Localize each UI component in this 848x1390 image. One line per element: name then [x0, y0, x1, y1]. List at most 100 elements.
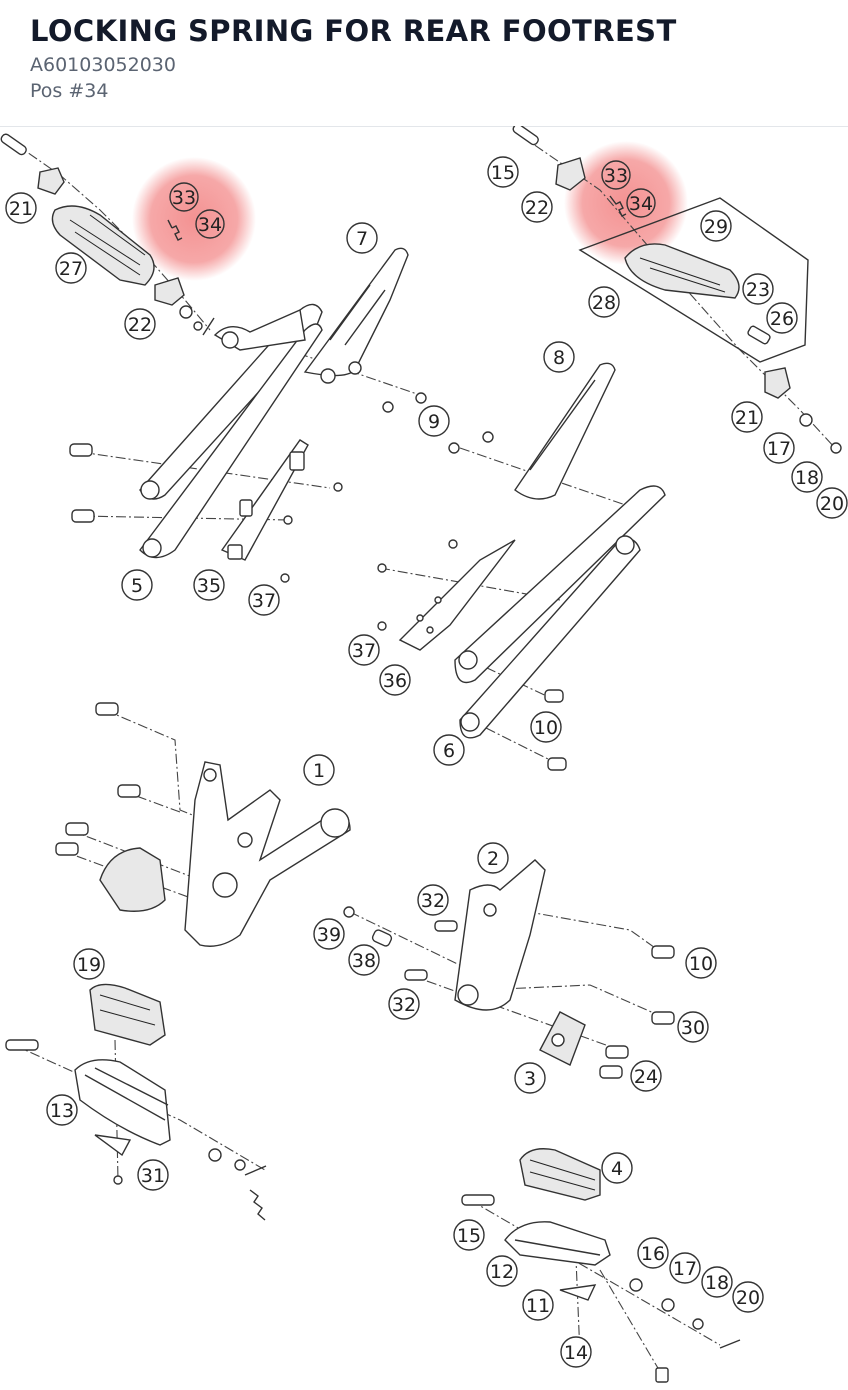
svg-text:39: 39 [317, 924, 341, 946]
callout-1[interactable]: 1 [303, 754, 335, 786]
svg-text:9: 9 [428, 411, 440, 433]
callout-27[interactable]: 27 [55, 252, 87, 284]
svg-text:29: 29 [704, 216, 728, 238]
front-footrest-bracket-left [55, 702, 351, 947]
callout-32[interactable]: 32 [417, 884, 449, 916]
svg-text:20: 20 [736, 1287, 760, 1309]
svg-text:34: 34 [198, 214, 222, 236]
callout-20[interactable]: 20 [816, 487, 848, 519]
svg-text:3: 3 [524, 1068, 536, 1090]
exploded-parts-diagram: 21 27 22 33 34 7 9 5 35 37 15 22 33 34 2… [0, 126, 848, 1383]
callout-10[interactable]: 10 [685, 947, 717, 979]
svg-text:32: 32 [421, 890, 445, 912]
callout-12[interactable]: 12 [486, 1255, 518, 1287]
callout-34-highlighted[interactable]: 34 [626, 188, 656, 218]
callout-11[interactable]: 11 [522, 1289, 554, 1321]
callout-38[interactable]: 38 [348, 944, 380, 976]
callout-14[interactable]: 14 [560, 1336, 592, 1368]
svg-text:24: 24 [634, 1066, 658, 1088]
svg-text:27: 27 [59, 258, 83, 280]
highlight-halo-left [132, 157, 256, 281]
svg-text:32: 32 [392, 994, 416, 1016]
front-footrest-bracket-right [343, 859, 675, 1079]
callout-28[interactable]: 28 [588, 286, 620, 318]
callout-10[interactable]: 10 [530, 711, 562, 743]
callout-36[interactable]: 36 [379, 664, 411, 696]
callout-33-highlighted[interactable]: 33 [169, 182, 199, 212]
callout-21[interactable]: 21 [731, 401, 763, 433]
callout-19[interactable]: 19 [73, 948, 105, 980]
svg-text:33: 33 [172, 187, 196, 209]
svg-text:13: 13 [50, 1100, 74, 1122]
callout-18[interactable]: 18 [701, 1266, 733, 1298]
callout-32[interactable]: 32 [388, 988, 420, 1020]
svg-text:1: 1 [313, 760, 325, 782]
callout-29[interactable]: 29 [700, 210, 732, 242]
callout-23[interactable]: 23 [742, 273, 774, 305]
callout-31[interactable]: 31 [137, 1159, 169, 1191]
locking-spring-highlighted-left [167, 219, 183, 241]
callout-17[interactable]: 17 [669, 1252, 701, 1284]
callout-37[interactable]: 37 [348, 634, 380, 666]
svg-text:14: 14 [564, 1342, 588, 1364]
svg-text:20: 20 [820, 493, 844, 515]
callout-7[interactable]: 7 [346, 222, 378, 254]
svg-text:12: 12 [490, 1261, 514, 1283]
svg-text:37: 37 [352, 640, 376, 662]
callout-4[interactable]: 4 [601, 1152, 633, 1184]
svg-text:7: 7 [356, 228, 368, 250]
svg-text:30: 30 [681, 1017, 705, 1039]
svg-text:11: 11 [526, 1295, 550, 1317]
callout-30[interactable]: 30 [677, 1011, 709, 1043]
svg-text:2: 2 [487, 848, 499, 870]
front-footrest-right-group [461, 1148, 741, 1383]
rear-footrest-right-group [377, 126, 842, 771]
callout-21[interactable]: 21 [5, 192, 37, 224]
callout-22[interactable]: 22 [521, 191, 553, 223]
callout-37[interactable]: 37 [248, 584, 280, 616]
svg-text:17: 17 [767, 438, 791, 460]
position-number: Pos #34 [30, 80, 109, 102]
svg-text:23: 23 [746, 279, 770, 301]
callout-20[interactable]: 20 [732, 1281, 764, 1313]
svg-text:6: 6 [443, 740, 455, 762]
callout-16[interactable]: 16 [637, 1237, 669, 1269]
svg-text:22: 22 [128, 314, 152, 336]
callout-34-highlighted[interactable]: 34 [195, 209, 225, 239]
rear-footrest-left-group [0, 133, 215, 336]
callout-8[interactable]: 8 [543, 341, 575, 373]
svg-text:28: 28 [592, 292, 616, 314]
svg-text:4: 4 [611, 1158, 623, 1180]
svg-text:19: 19 [77, 954, 101, 976]
svg-text:34: 34 [629, 193, 653, 215]
callout-13[interactable]: 13 [46, 1094, 78, 1126]
svg-text:16: 16 [641, 1243, 665, 1265]
svg-text:18: 18 [795, 467, 819, 489]
callout-33-highlighted[interactable]: 33 [601, 160, 631, 190]
footrest-bracket-left [69, 247, 427, 583]
svg-text:15: 15 [457, 1225, 481, 1247]
callout-2[interactable]: 2 [477, 842, 509, 874]
callout-5[interactable]: 5 [121, 569, 153, 601]
callout-17[interactable]: 17 [763, 432, 795, 464]
callout-15[interactable]: 15 [453, 1219, 485, 1251]
callout-6[interactable]: 6 [433, 734, 465, 766]
callout-35[interactable]: 35 [193, 569, 225, 601]
callout-18[interactable]: 18 [791, 461, 823, 493]
svg-text:37: 37 [252, 590, 276, 612]
callout-9[interactable]: 9 [418, 405, 450, 437]
callout-15[interactable]: 15 [487, 156, 519, 188]
callout-26[interactable]: 26 [766, 302, 798, 334]
callout-24[interactable]: 24 [630, 1060, 662, 1092]
part-header: LOCKING SPRING FOR REAR FOOTREST A601030… [0, 0, 848, 127]
svg-text:10: 10 [689, 953, 713, 975]
svg-text:35: 35 [197, 575, 221, 597]
callout-22[interactable]: 22 [124, 308, 156, 340]
callout-3[interactable]: 3 [514, 1062, 546, 1094]
svg-text:18: 18 [705, 1272, 729, 1294]
part-title: LOCKING SPRING FOR REAR FOOTREST [30, 14, 677, 48]
callout-39[interactable]: 39 [313, 918, 345, 950]
svg-text:33: 33 [604, 165, 628, 187]
svg-text:5: 5 [131, 575, 143, 597]
svg-text:38: 38 [352, 950, 376, 972]
